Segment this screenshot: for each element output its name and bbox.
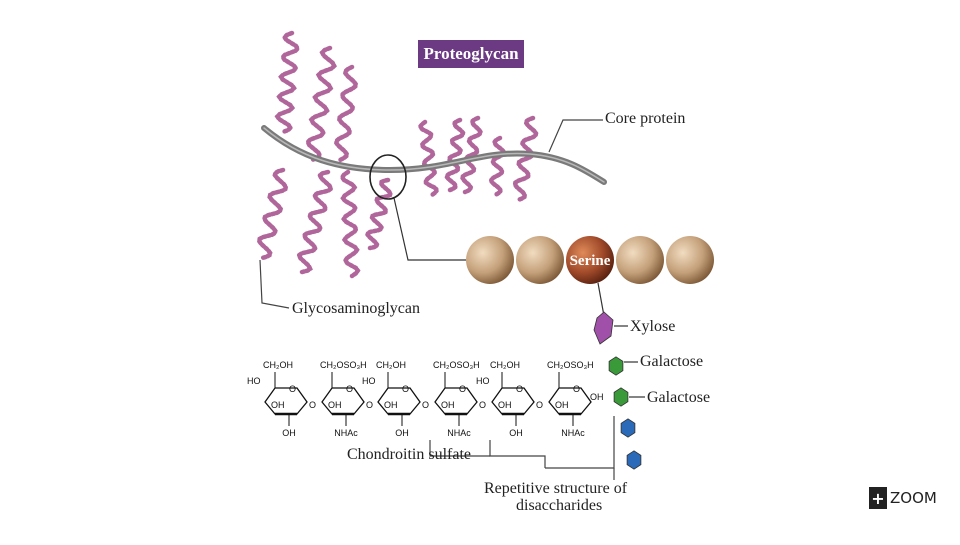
ch2oso3h-label: CH₂OSO₃H [547, 360, 594, 370]
glycosidic-oxygen-label: O [479, 400, 486, 410]
glycosidic-oxygen-label: O [309, 400, 316, 410]
label-galactose-1: Galactose [640, 353, 704, 370]
nhac-label: NHAc [561, 428, 585, 438]
label-core-protein: Core protein [605, 110, 686, 127]
label-galactose-2: Galactose [647, 389, 711, 406]
amino-acid-bead [466, 236, 514, 284]
glycosidic-oxygen-label: O [366, 400, 373, 410]
hydroxyl-label: OH [509, 428, 523, 438]
gag-chain [365, 177, 393, 251]
ho-label: HO [362, 376, 376, 386]
hydroxyl-label: OH [328, 400, 342, 410]
amino-acid-bead [616, 236, 664, 284]
ring-oxygen-label: O [516, 384, 523, 394]
ch2oh-label: CH₂OH [263, 360, 293, 370]
hydroxyl-label: OH [395, 428, 409, 438]
ring-oxygen-label: O [289, 384, 296, 394]
ring-oxygen-label: O [346, 384, 353, 394]
ho-label: HO [476, 376, 490, 386]
gag-chain [274, 30, 301, 135]
hydroxyl-label: OH [282, 428, 296, 438]
label-glycosaminoglycan: Glycosaminoglycan [292, 300, 420, 317]
gag-chain [296, 169, 334, 275]
nhac-label: NHAc [447, 428, 471, 438]
glycosidic-oxygen-label: O [536, 400, 543, 410]
ring-oxygen-label: O [402, 384, 409, 394]
ho-label: HO [247, 376, 261, 386]
serine-label: Serine [570, 253, 611, 269]
hydroxyl-label: OH [555, 400, 569, 410]
amino-acid-bead [516, 236, 564, 284]
ch2oh-label: CH₂OH [376, 360, 406, 370]
zoom-label: ZOOM [890, 489, 937, 507]
glycosidic-oxygen-label: O [422, 400, 429, 410]
diagram-title: Proteoglycan [418, 40, 524, 68]
core-protein-highlight [263, 127, 605, 183]
leader-magnify [393, 197, 466, 261]
leader-core-protein [548, 119, 603, 153]
label-disaccharides: disaccharides [516, 497, 603, 514]
hydroxyl-label: OH [271, 400, 285, 410]
plus-icon: + [869, 487, 887, 509]
galactose-sugar-1 [608, 356, 624, 376]
disaccharide-unit [626, 450, 642, 470]
xylose-sugar [593, 311, 614, 345]
hydroxyl-label: OH [441, 400, 455, 410]
bracket-disaccharide [429, 440, 490, 457]
gag-chain [334, 64, 358, 163]
label-repetitive-structure: Repetitive structure of [484, 480, 628, 497]
bracket-repeat [545, 416, 615, 469]
serine-bead [566, 236, 614, 284]
amino-acid-bead [666, 236, 714, 284]
hydroxyl-label: OH [590, 392, 604, 402]
label-chondroitin-sulfate: Chondroitin sulfate [347, 446, 471, 463]
galactose-sugar-2 [613, 387, 629, 407]
ch2oh-label: CH₂OH [490, 360, 520, 370]
magnify-circle [369, 154, 407, 200]
ch2oso3h-label: CH₂OSO₃H [320, 360, 367, 370]
gag-chain [256, 167, 289, 261]
gag-chain [460, 115, 483, 195]
label-xylose: Xylose [630, 318, 676, 335]
gag-chain [339, 169, 361, 279]
gag-chain [444, 117, 466, 193]
ring-oxygen-label: O [459, 384, 466, 394]
disaccharide-unit [620, 418, 636, 438]
gag-chain [488, 135, 507, 198]
gag-chain [418, 119, 439, 198]
hydroxyl-label: OH [498, 400, 512, 410]
hydroxyl-label: OH [384, 400, 398, 410]
gag-chain [305, 45, 337, 163]
gag-chain [512, 115, 539, 203]
zoom-button[interactable]: + ZOOM [869, 487, 937, 509]
linker-line [597, 282, 605, 317]
ring-oxygen-label: O [573, 384, 580, 394]
bracket-disaccharide [489, 440, 546, 468]
nhac-label: NHAc [334, 428, 358, 438]
leader-glycosaminoglycan [259, 259, 290, 309]
ch2oso3h-label: CH₂OSO₃H [433, 360, 480, 370]
